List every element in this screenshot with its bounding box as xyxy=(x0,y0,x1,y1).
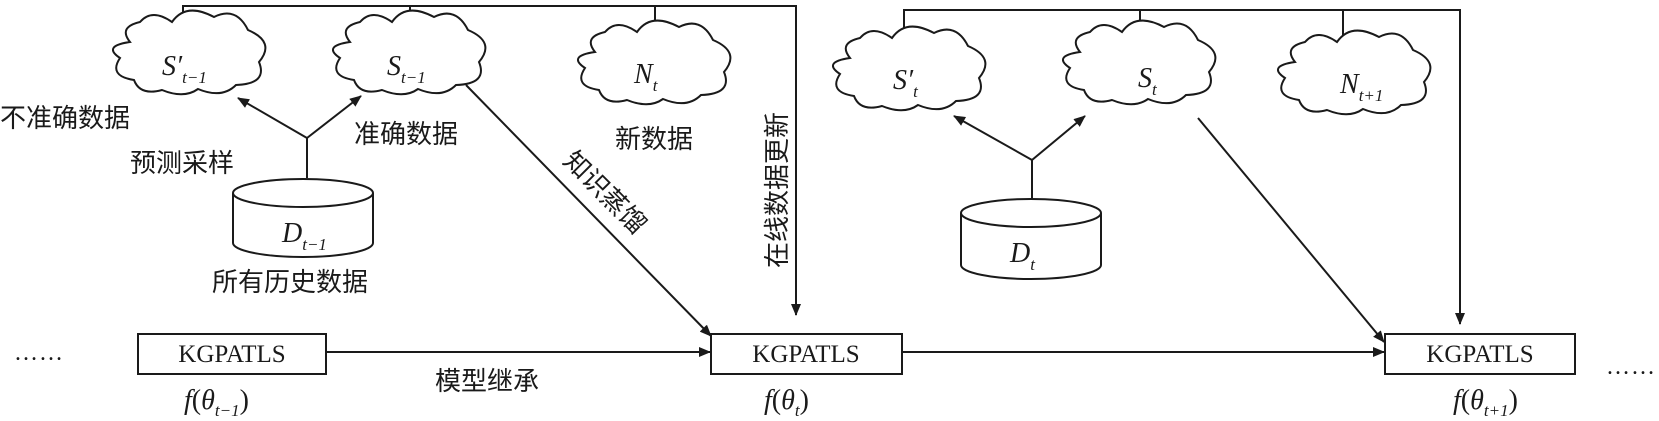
database-d-t-minus-1-base: D xyxy=(281,218,302,249)
cloud-s-prime-t: S′t xyxy=(831,25,987,112)
distillation-arrow-t-plus-1 xyxy=(1197,117,1385,343)
cloud-s-t: St xyxy=(1061,19,1217,106)
cloud-s-t-base: S xyxy=(1138,63,1152,94)
cloud-s-prime-t-base: S′ xyxy=(893,65,914,96)
label-accurate-data: 准确数据 xyxy=(354,120,458,150)
model-box-t-label: KGPATLS xyxy=(752,341,859,368)
right-ellipsis: …… xyxy=(1606,354,1656,380)
model-box-t-minus-1: KGPATLS xyxy=(137,333,327,375)
database-d-t-base: D xyxy=(1009,238,1030,269)
cloud-s-t-minus-1: St−1 xyxy=(331,9,487,96)
cloud-n-t-sub: t xyxy=(653,76,659,95)
model-box-t-plus-1-label: KGPATLS xyxy=(1426,341,1533,368)
svg-text:Dt−1: Dt−1 xyxy=(281,218,327,254)
model-fn-t-plus-1: f(θt+1) xyxy=(1453,385,1518,420)
label-online-data-update: 在线数据更新 xyxy=(763,112,793,268)
database-d-t: Dt xyxy=(960,198,1102,280)
cloud-s-prime-t-minus-1-base: S′ xyxy=(162,51,183,82)
database-d-t-minus-1-sub: t−1 xyxy=(302,235,327,254)
cloud-s-prime-t-minus-1-sub: t−1 xyxy=(182,68,207,87)
cloud-s-t-sub: t xyxy=(1152,80,1158,99)
model-fn-t-minus-1: f(θt−1) xyxy=(184,385,249,420)
cloud-n-t-plus-1-sub: t+1 xyxy=(1359,86,1384,105)
svg-text:Nt: Nt xyxy=(633,59,659,95)
svg-text:S′t: S′t xyxy=(893,65,919,101)
model-box-t-minus-1-label: KGPATLS xyxy=(178,341,285,368)
label-prediction-sampling: 预测采样 xyxy=(130,149,234,179)
svg-text:S′t−1: S′t−1 xyxy=(162,51,207,87)
svg-text:Nt+1: Nt+1 xyxy=(1339,69,1383,105)
model-box-t: KGPATLS xyxy=(710,333,903,375)
model-box-t-plus-1: KGPATLS xyxy=(1384,333,1576,375)
sampling-fork-t-minus-1 xyxy=(237,95,362,178)
database-d-t-sub: t xyxy=(1030,255,1036,274)
cloud-n-t: Nt xyxy=(576,19,732,106)
sampling-fork-t xyxy=(953,115,1086,199)
label-all-history-data: 所有历史数据 xyxy=(212,268,368,298)
cloud-s-prime-t-minus-1: S′t−1 xyxy=(111,9,267,96)
label-model-inheritance: 模型继承 xyxy=(435,367,539,397)
cloud-s-t-minus-1-sub: t−1 xyxy=(401,68,426,87)
distillation-arrow-t xyxy=(465,84,712,337)
cloud-n-t-plus-1: Nt+1 xyxy=(1276,29,1432,116)
database-d-t-minus-1: Dt−1 xyxy=(232,178,374,258)
svg-text:St−1: St−1 xyxy=(387,51,426,87)
svg-text:Dt: Dt xyxy=(1009,238,1036,274)
cloud-n-t-base: N xyxy=(633,59,654,90)
label-inaccurate-data: 不准确数据 xyxy=(0,104,130,134)
label-new-data: 新数据 xyxy=(615,125,693,155)
cloud-s-t-minus-1-base: S xyxy=(387,51,401,82)
svg-text:St: St xyxy=(1138,63,1158,99)
cloud-n-t-plus-1-base: N xyxy=(1339,69,1360,100)
cloud-s-prime-t-sub: t xyxy=(913,82,919,101)
left-ellipsis: …… xyxy=(14,340,64,366)
model-fn-t: f(θt) xyxy=(764,385,809,420)
